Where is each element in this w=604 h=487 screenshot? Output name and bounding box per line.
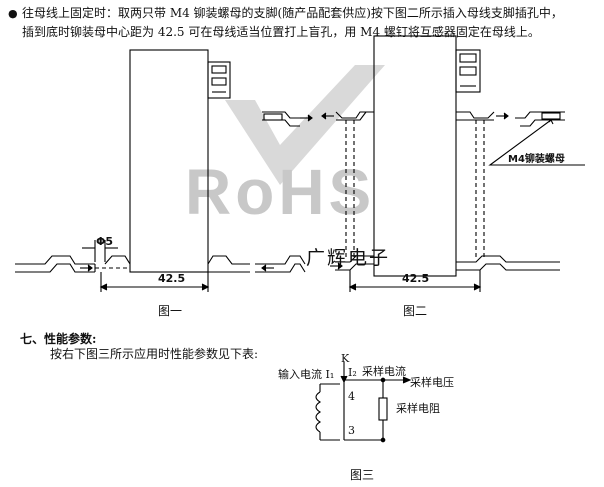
figure2-dimension: 42.5 <box>402 272 430 285</box>
figure3-caption: 图三 <box>350 468 375 482</box>
figure1-drawing <box>15 49 306 292</box>
pin-3-label: 3 <box>348 424 355 437</box>
intro-line-1: 往母线上固定时：取两只带 M4 铆装螺母的支脚(随产品配套供应)按下图二所示插入… <box>22 6 563 20</box>
bullet: ● <box>8 7 18 20</box>
section-description: 按右下图三所示应用时性能参数见下表: <box>50 347 259 361</box>
rohs-check-mark <box>225 65 385 185</box>
k-label: K <box>341 352 350 365</box>
mounting-drawings <box>15 35 585 292</box>
input-current-label: 输入电流 I₁ <box>278 368 335 381</box>
sample-resistor-label: 采样电阻 <box>396 402 440 415</box>
figure2-caption: 图二 <box>403 304 428 318</box>
figure2-drawing <box>262 35 585 292</box>
phi5-label: Φ5 <box>96 235 114 248</box>
sample-voltage-label: 采样电压 <box>410 376 454 389</box>
sample-current-label: 采样电流 <box>362 365 406 378</box>
i2-label: I₂ <box>348 366 357 379</box>
m4-nut-label: M4铆装螺母 <box>508 154 565 165</box>
section-title: 七、性能参数: <box>20 332 97 346</box>
pin-4-label: 4 <box>348 390 355 403</box>
figure1-dimension: 42.5 <box>158 272 186 285</box>
rohs-text: RoHS <box>185 156 376 228</box>
rohs-watermark: RoHS <box>185 60 445 240</box>
brand-watermark: 广辉电子 <box>306 247 391 269</box>
figure1-caption: 图一 <box>158 304 183 318</box>
